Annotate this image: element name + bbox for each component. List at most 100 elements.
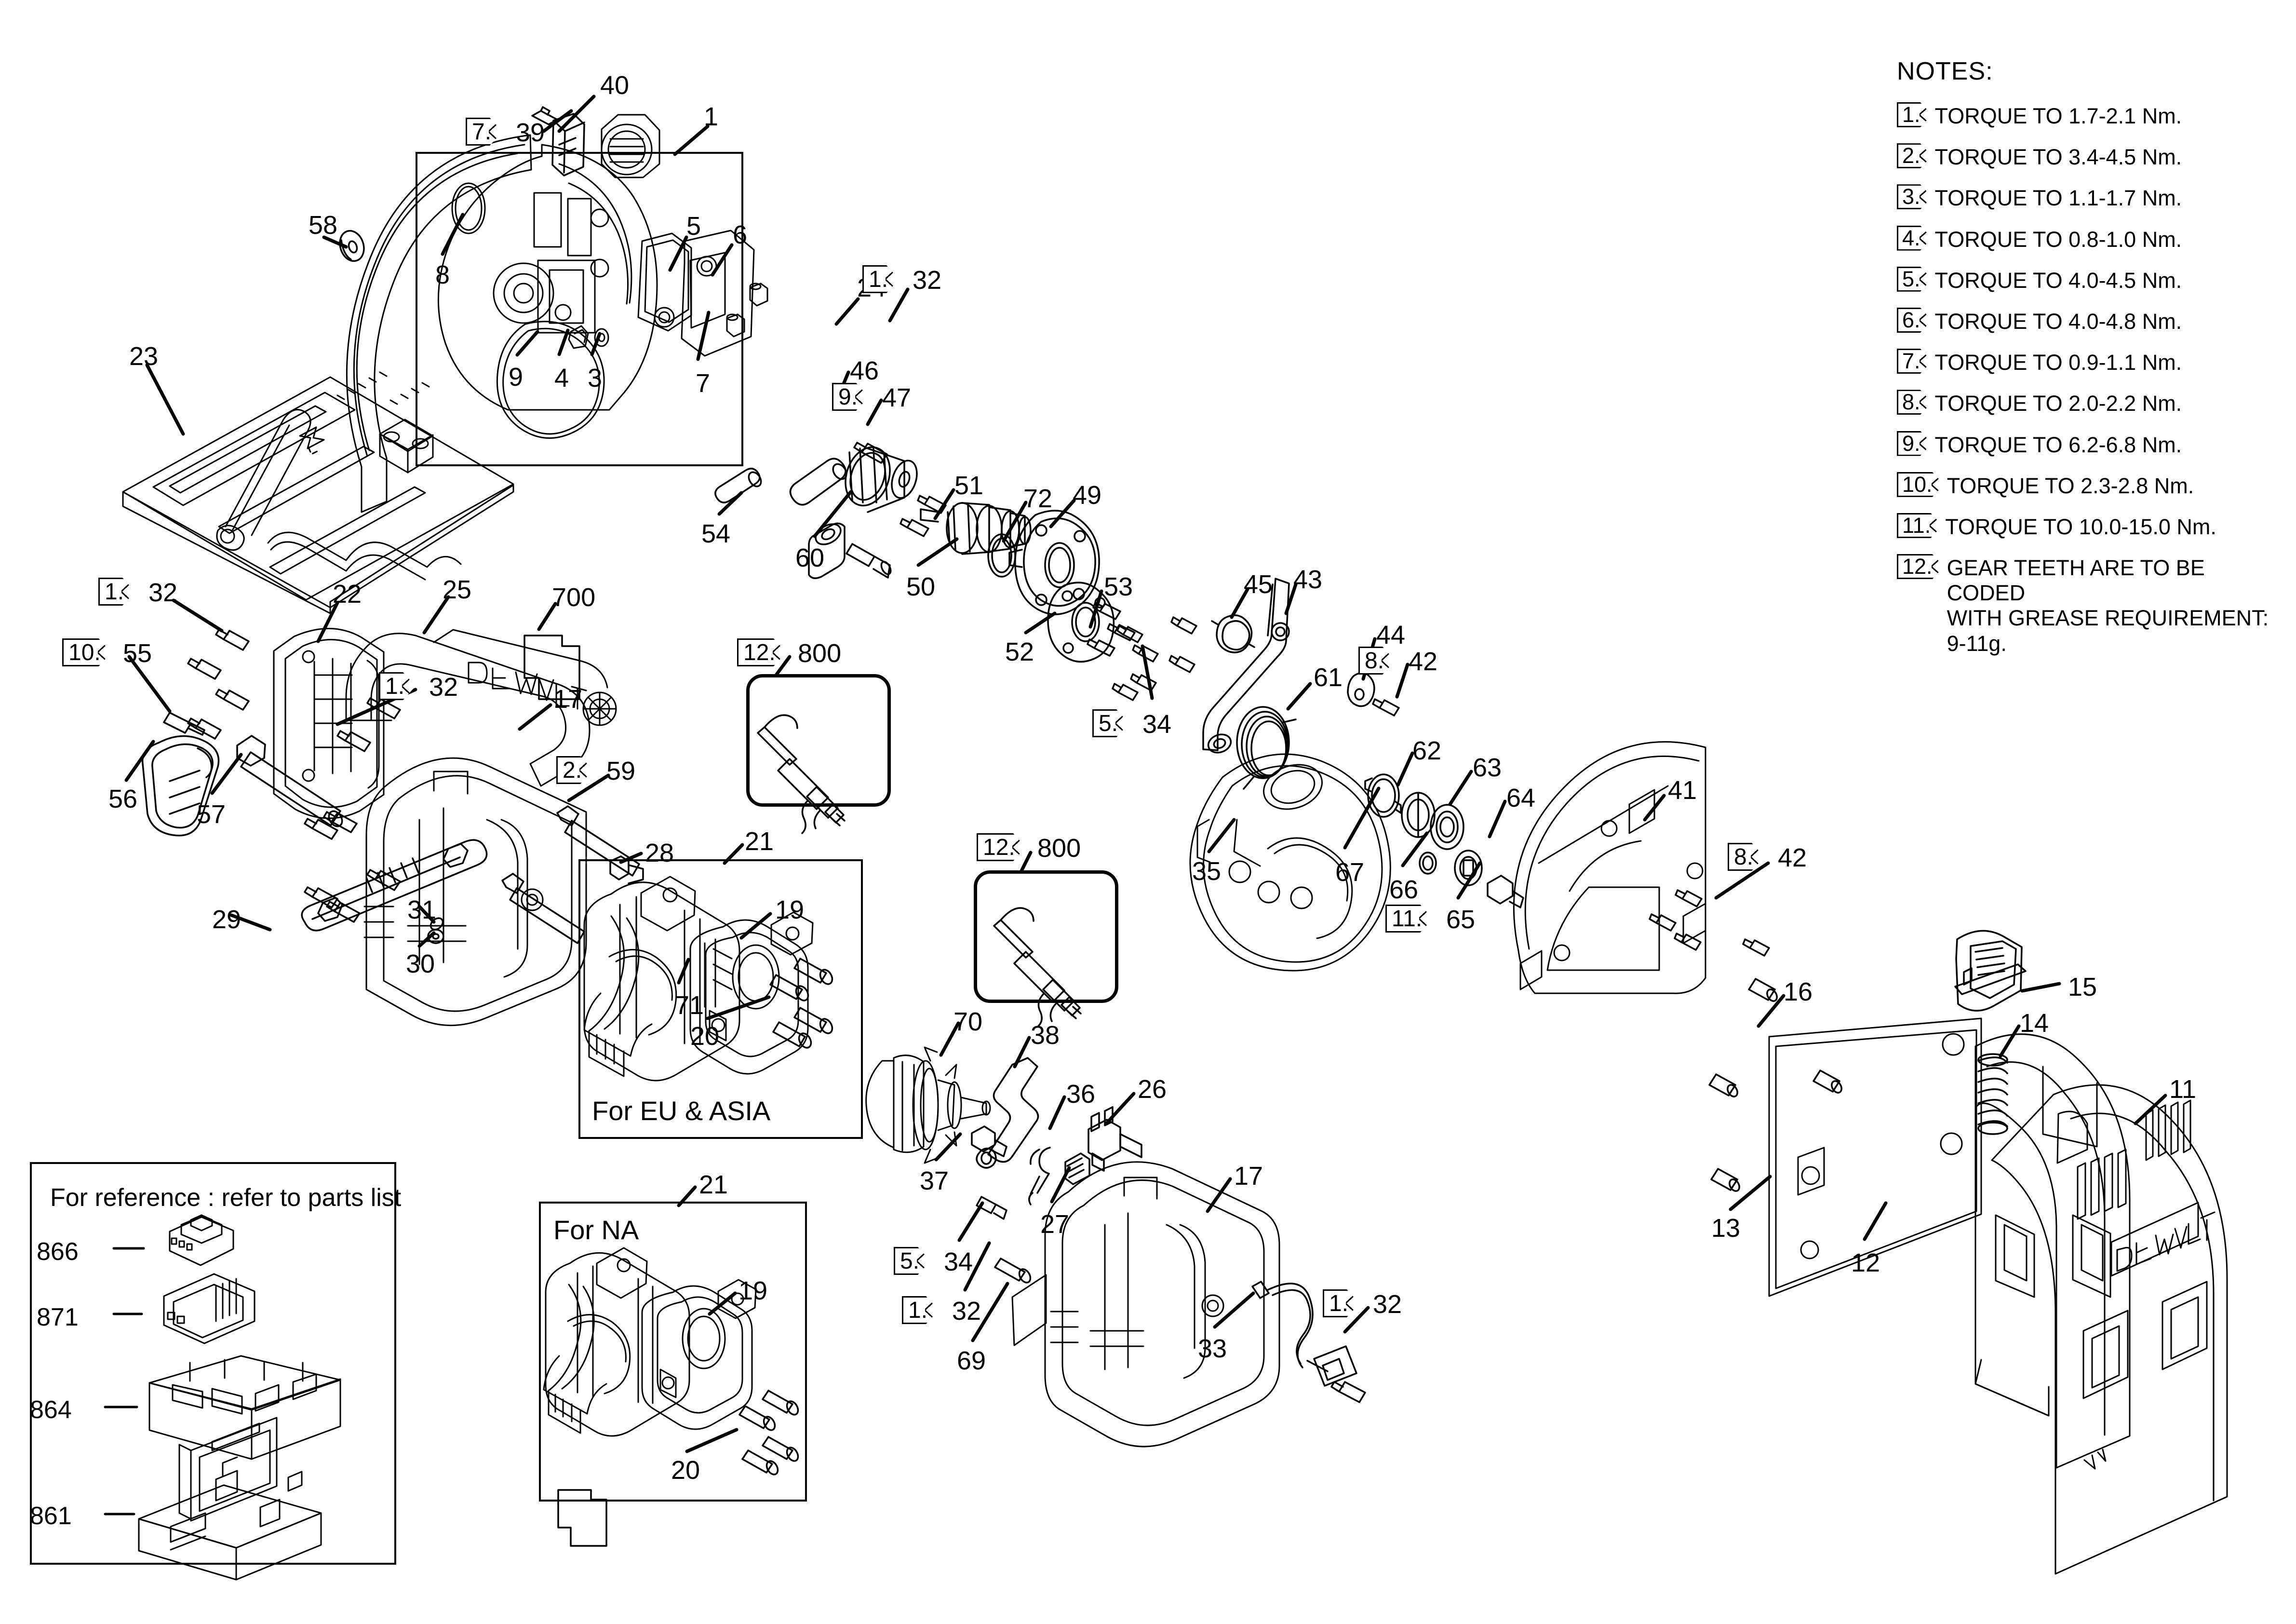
callout-number-52: 52 (1005, 637, 1034, 666)
part-49-gearcase (1008, 510, 1100, 615)
leader-line (933, 488, 955, 520)
part-24-pin (789, 458, 847, 506)
part-70-armature (865, 1046, 991, 1164)
note-text: TORQUE TO 3.4-4.5 Nm. (1934, 145, 2182, 170)
callout-number-42: 42 (1409, 647, 1438, 676)
part-26-switch (1088, 1106, 1142, 1172)
callout-number-43: 43 (1293, 565, 1323, 594)
callout-note-flag-1: 1. (379, 672, 416, 700)
leader-line (1024, 611, 1057, 635)
callout-number-66: 66 (1389, 875, 1419, 904)
part-32-screws-handle (304, 697, 401, 923)
part-60-gear (845, 446, 918, 513)
callout-number-13: 13 (1711, 1214, 1741, 1243)
leader-line (1286, 682, 1312, 711)
callout-note-flag-9: 9. (832, 383, 869, 411)
leader-line (957, 1201, 984, 1242)
leader-line (1401, 831, 1429, 867)
callout-number-57: 57 (197, 800, 226, 829)
note-row: 12.GEAR TEETH ARE TO BE CODED WITH GREAS… (1897, 554, 2283, 656)
part-32-screw-bottom-right (1330, 1381, 1366, 1403)
note-flag-pentagon: 1. (1323, 1289, 1359, 1317)
part-43-link-arm (1202, 578, 1290, 754)
part-44-tab (1347, 672, 1375, 707)
notes-block: NOTES: 1.TORQUE TO 1.7-2.1 Nm.2.TORQUE T… (1897, 57, 2283, 671)
leader-line (417, 931, 436, 948)
note-row: 11.TORQUE TO 10.0-15.0 Nm. (1897, 513, 2283, 540)
leader-line (1757, 994, 1786, 1028)
callout-number-64: 64 (1506, 784, 1536, 812)
note-flag-pentagon: 5. (1092, 709, 1129, 737)
callout-number-21: 21 (745, 827, 774, 856)
leader-line (1488, 799, 1507, 839)
part-65-bolt (1487, 875, 1524, 908)
note-flag-pentagon: 5. (894, 1247, 930, 1275)
note-text: GEAR TEETH ARE TO BE CODED WITH GREASE R… (1947, 555, 2269, 656)
note-flag-pentagon: 9. (832, 383, 869, 411)
part-14-spring (1977, 1053, 2008, 1135)
callout-number-32: 32 (952, 1297, 981, 1326)
callout-note-flag-5: 5. (894, 1247, 930, 1275)
callout-number-46: 46 (850, 356, 879, 385)
notes-list: 1.TORQUE TO 1.7-2.1 Nm.2.TORQUE TO 3.4-4… (1897, 102, 2283, 656)
callout-number-4: 4 (554, 364, 569, 392)
part-57-bolt (236, 735, 343, 827)
reference-panel: For reference : refer to parts list 866 … (30, 1162, 401, 1565)
note-row: 6.TORQUE TO 4.0-4.8 Nm. (1897, 308, 2283, 334)
ref-item-number-871: 871 (37, 1303, 79, 1331)
ref-item-number-866: 866 (37, 1238, 79, 1266)
part-55-screw (163, 712, 205, 736)
note-flag-pentagon: 8. (1728, 843, 1764, 871)
note-text: TORQUE TO 10.0-15.0 Nm. (1945, 514, 2216, 539)
part-54-pin (714, 468, 762, 503)
callout-number-50: 50 (906, 572, 936, 601)
callout-note-flag-12: 12. (737, 638, 786, 666)
callout-number-17: 17 (553, 685, 583, 714)
callout-note-flag-1: 1. (98, 578, 135, 606)
ref-item-number-861: 861 (30, 1502, 72, 1530)
subassembly-box-800-bottom (974, 870, 1118, 1003)
note-text: TORQUE TO 1.1-1.7 Nm. (1934, 186, 2182, 211)
part-11-motor-cover-outer (1991, 1084, 2228, 1575)
part-50-spindle (920, 502, 1032, 555)
leader-line (124, 740, 155, 782)
leader-line (210, 753, 243, 795)
note-flag-6: 6. (1897, 308, 1932, 333)
callout-number-17: 17 (1234, 1162, 1263, 1191)
part-27-spring (1064, 1152, 1090, 1185)
callout-number-41: 41 (1668, 776, 1697, 805)
leader-line (172, 598, 224, 633)
part-47-pin (846, 543, 892, 579)
callout-number-25: 25 (443, 575, 472, 604)
callout-number-700: 700 (552, 583, 596, 612)
callout-number-1: 1 (704, 102, 719, 131)
leader-line (557, 95, 596, 133)
part-64-washer (1454, 850, 1483, 886)
leader-line (673, 124, 710, 156)
note-flag-pentagon: 10. (62, 638, 111, 666)
note-flag-10: 10. (1897, 472, 1944, 497)
note-text: TORQUE TO 4.0-4.5 Nm. (1934, 268, 2182, 293)
callout-number-49: 49 (1073, 481, 1102, 510)
leader-line (2134, 1094, 2167, 1125)
part-38-lever (976, 1057, 1039, 1169)
leader-line (1207, 818, 1236, 853)
notes-title: NOTES: (1897, 57, 1993, 85)
note-flag-pentagon: 7. (466, 118, 502, 146)
note-text: TORQUE TO 1.7-2.1 Nm. (1934, 104, 2182, 128)
callout-number-19: 19 (738, 1276, 768, 1305)
part-45-clip (1211, 614, 1255, 653)
callout-number-19: 19 (775, 895, 805, 924)
note-row: 8.TORQUE TO 2.0-2.2 Nm. (1897, 390, 2283, 416)
part-36-spring (1028, 1147, 1051, 1205)
note-flag-pentagon: 1. (98, 578, 135, 606)
note-text: TORQUE TO 2.0-2.2 Nm. (1934, 391, 2182, 416)
callout-number-31: 31 (407, 895, 437, 924)
leader-line (1104, 1092, 1136, 1125)
note-flag-pentagon: 1. (379, 672, 416, 700)
callout-number-30: 30 (406, 949, 435, 978)
callout-note-flag-2: 2. (556, 756, 593, 784)
callout-number-22: 22 (333, 580, 362, 609)
note-row: 10.TORQUE TO 2.3-2.8 Nm. (1897, 472, 2283, 499)
